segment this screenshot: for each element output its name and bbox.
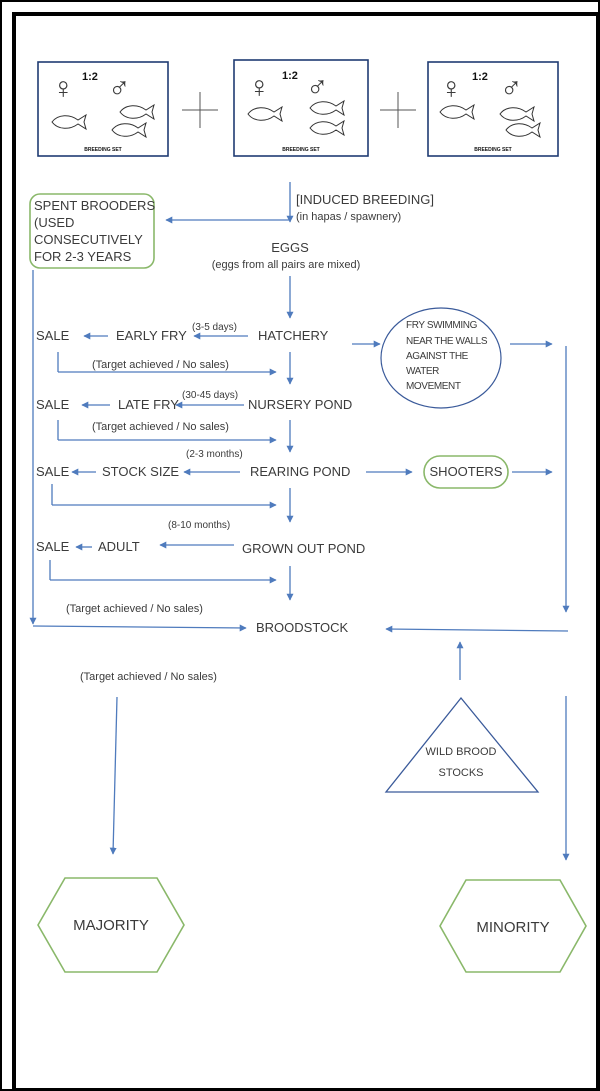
adult-label: ADULT bbox=[98, 539, 140, 554]
minority-label: MINORITY bbox=[476, 919, 549, 936]
ratio-label: 1:2 bbox=[82, 71, 98, 83]
breeding-set-card-2: ♀ 1:2 ♂ BREEDING SET bbox=[233, 59, 369, 157]
wild-brood-triangle bbox=[384, 696, 540, 793]
target-note-2: (Target achieved / No sales) bbox=[92, 421, 229, 433]
female-symbol: ♀ bbox=[248, 71, 271, 104]
male-symbol: ♂ bbox=[108, 72, 131, 105]
female-symbol: ♀ bbox=[52, 72, 75, 105]
fry-swimming-line-2: NEAR THE WALLS bbox=[406, 336, 488, 347]
nursery-pond-label: NURSERY POND bbox=[248, 397, 352, 412]
spent-brooders-box bbox=[29, 193, 155, 269]
shooters-box bbox=[423, 455, 509, 489]
spent-brooders-line-3: CONSECUTIVELY bbox=[34, 232, 143, 247]
hatchery-label: HATCHERY bbox=[258, 328, 329, 343]
inner-frame bbox=[12, 12, 600, 1091]
sale-label-2: SALE bbox=[36, 397, 70, 412]
grown-out-pond-label: GROWN OUT POND bbox=[242, 541, 365, 556]
rearing-duration: (2-3 months) bbox=[186, 449, 243, 460]
fry-swimming-line-3: AGAINST THE bbox=[406, 351, 469, 362]
wild-brood-line-2: STOCKS bbox=[438, 767, 483, 779]
target-note-1: (Target achieved / No sales) bbox=[92, 359, 229, 371]
male-symbol: ♂ bbox=[500, 72, 523, 105]
breeding-set-label: BREEDING SET bbox=[84, 147, 122, 153]
fry-swimming-line-5: MOVEMENT bbox=[406, 381, 461, 392]
fish-icon bbox=[111, 121, 147, 139]
late-fry-label: LATE FRY bbox=[118, 397, 179, 412]
sale-label-4: SALE bbox=[36, 539, 70, 554]
female-symbol: ♀ bbox=[440, 72, 463, 105]
male-symbol: ♂ bbox=[306, 71, 329, 104]
hatchery-duration: (3-5 days) bbox=[192, 322, 237, 333]
breeding-set-label: BREEDING SET bbox=[474, 147, 512, 153]
induced-breeding-sublabel: (in hapas / spawnery) bbox=[296, 211, 401, 223]
fish-icon bbox=[499, 105, 535, 123]
spent-brooders-line-4: FOR 2-3 YEARS bbox=[34, 249, 132, 264]
breeding-set-label: BREEDING SET bbox=[282, 147, 320, 153]
target-note-4: (Target achieved / No sales) bbox=[80, 671, 217, 683]
fry-swimming-line-4: WATER bbox=[406, 366, 439, 377]
sale-label-1: SALE bbox=[36, 328, 70, 343]
right-to-broodstock-line bbox=[385, 625, 569, 633]
eggs-title: EGGS bbox=[271, 240, 309, 255]
minority-hexagon bbox=[439, 879, 587, 973]
breeding-set-card-1: ♀ 1:2 ♂ BREEDING SET bbox=[37, 61, 169, 157]
stock-size-label: STOCK SIZE bbox=[102, 464, 179, 479]
ratio-label: 1:2 bbox=[472, 71, 488, 83]
sale-label-3: SALE bbox=[36, 464, 70, 479]
fish-icon bbox=[309, 99, 345, 117]
fish-icon bbox=[309, 119, 345, 137]
early-fry-label: EARLY FRY bbox=[116, 328, 187, 343]
fish-icon bbox=[505, 121, 541, 139]
spent-brooders-line-1: SPENT BROODERS bbox=[34, 198, 155, 213]
wild-brood-line-1: WILD BROOD bbox=[426, 746, 497, 758]
spent-brooders-line-2: (USED bbox=[34, 215, 74, 230]
ratio-label: 1:2 bbox=[282, 70, 298, 82]
grownout-duration: (8-10 months) bbox=[168, 520, 230, 531]
left-to-broodstock-line bbox=[32, 624, 247, 632]
majority-label: MAJORITY bbox=[73, 917, 149, 934]
fish-icon bbox=[119, 103, 155, 121]
fish-icon bbox=[247, 105, 283, 123]
target-note-3: (Target achieved / No sales) bbox=[66, 603, 203, 615]
majority-hexagon bbox=[37, 877, 185, 973]
broodstock-label: BROODSTOCK bbox=[256, 620, 349, 635]
fry-swimming-line-1: FRY SWIMMING bbox=[406, 320, 478, 331]
rearing-pond-label: REARING POND bbox=[250, 464, 350, 479]
fry-swimming-ellipse bbox=[380, 307, 502, 409]
induced-breeding-label: [INDUCED BREEDING] bbox=[296, 192, 434, 207]
fish-icon bbox=[439, 103, 475, 121]
eggs-note: (eggs from all pairs are mixed) bbox=[212, 259, 361, 271]
shooters-label: SHOOTERS bbox=[430, 464, 503, 479]
nursery-duration: (30-45 days) bbox=[182, 390, 238, 401]
arrow-to-majority bbox=[109, 696, 118, 855]
fish-icon bbox=[51, 113, 87, 131]
breeding-set-card-3: ♀ 1:2 ♂ BREEDING SET bbox=[427, 61, 559, 157]
